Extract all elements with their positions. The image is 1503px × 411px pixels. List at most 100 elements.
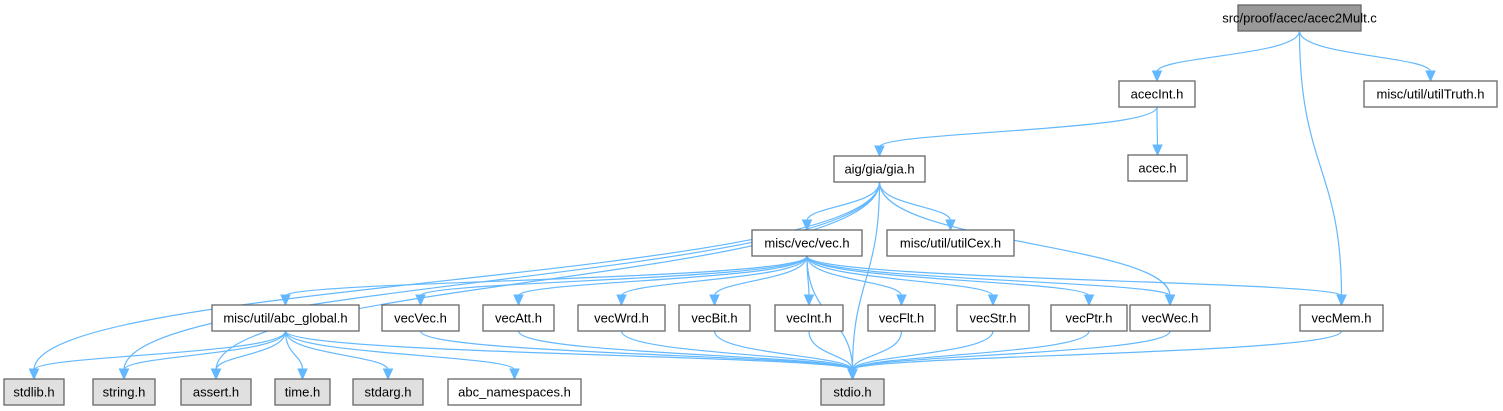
node-label: misc/util/utilTruth.h xyxy=(1377,87,1485,102)
arrowhead-icon xyxy=(28,368,40,381)
edge-vecBit-to-stdio xyxy=(713,330,858,381)
edge-vec-to-vecMem xyxy=(806,255,1347,307)
node-vecWec[interactable]: vecWec.h xyxy=(1129,304,1211,332)
edge-vec-to-vecAtt xyxy=(513,255,808,307)
node-vecInt[interactable]: vecInt.h xyxy=(774,304,844,332)
edge-abc_global-to-assert xyxy=(210,330,287,381)
node-root[interactable]: src/proof/acec/acec2Mult.c xyxy=(1222,4,1377,32)
arrowhead-icon xyxy=(382,368,394,381)
node-box xyxy=(956,304,1030,332)
edge-abc_global-to-stdlib xyxy=(28,330,287,381)
node-utilTruth[interactable]: misc/util/utilTruth.h xyxy=(1363,80,1498,108)
edge-abc_global-to-abc_namespaces xyxy=(284,330,520,381)
node-label: vecAtt.h xyxy=(495,311,542,326)
arrowhead-icon xyxy=(847,368,858,381)
node-label: vecMem.h xyxy=(1312,311,1372,326)
node-box xyxy=(886,229,1015,257)
node-label: assert.h xyxy=(193,385,239,400)
edge-vec-to-vecWec xyxy=(806,255,1176,307)
node-label: stdlib.h xyxy=(13,385,54,400)
edge-vec-to-vecInt xyxy=(803,255,815,307)
edge-vec-to-abc_global xyxy=(280,255,808,307)
node-label: vecWec.h xyxy=(1142,311,1199,326)
node-label: src/proof/acec/acec2Mult.c xyxy=(1222,11,1377,26)
node-box xyxy=(774,304,844,332)
node-box xyxy=(447,378,582,406)
edge-abc_global-to-string xyxy=(118,330,287,381)
node-box xyxy=(3,378,65,406)
node-box xyxy=(867,304,936,332)
edge-gia-to-vec xyxy=(801,181,881,232)
arrowhead-icon xyxy=(803,294,815,307)
node-box xyxy=(352,378,424,406)
node-box xyxy=(820,378,885,406)
edge-root-to-vecMem xyxy=(1298,30,1347,307)
node-vecWrd[interactable]: vecWrd.h xyxy=(577,304,666,332)
edge-vec-to-vecFlt xyxy=(806,255,907,307)
node-box xyxy=(751,229,863,257)
edge-acecInt-to-acec xyxy=(1152,106,1163,157)
edge-vec-to-vecPtr xyxy=(806,255,1095,307)
edge-root-to-acecInt xyxy=(1151,30,1301,83)
node-box xyxy=(180,378,252,406)
node-label: vecPtr.h xyxy=(1066,311,1113,326)
node-label: stdarg.h xyxy=(365,385,412,400)
node-vecBit[interactable]: vecBit.h xyxy=(678,304,751,332)
node-stdlib: stdlib.h xyxy=(3,378,65,406)
node-label: stdio.h xyxy=(833,385,871,400)
node-label: misc/vec/vec.h xyxy=(764,236,849,251)
node-label: acecInt.h xyxy=(1131,87,1184,102)
arrowhead-icon xyxy=(513,294,524,307)
node-vecVec[interactable]: vecVec.h xyxy=(381,304,460,332)
node-gia[interactable]: aig/gia/gia.h xyxy=(833,155,926,183)
node-box xyxy=(1299,304,1384,332)
node-vecAtt[interactable]: vecAtt.h xyxy=(482,304,555,332)
arrowhead-icon xyxy=(297,368,308,381)
node-utilCex[interactable]: misc/util/utilCex.h xyxy=(886,229,1015,257)
node-label: acec.h xyxy=(1138,161,1176,176)
node-acec[interactable]: acec.h xyxy=(1127,154,1188,182)
node-label: misc/util/abc_global.h xyxy=(223,311,347,326)
node-vecStr[interactable]: vecStr.h xyxy=(956,304,1030,332)
edge-abc_global-to-stdio xyxy=(284,330,858,381)
node-acecInt[interactable]: acecInt.h xyxy=(1118,80,1196,108)
node-box xyxy=(1118,80,1196,108)
node-label: vecWrd.h xyxy=(594,311,649,326)
node-label: vecInt.h xyxy=(786,311,832,326)
node-box xyxy=(92,378,156,406)
node-assert: assert.h xyxy=(180,378,252,406)
node-label: vecVec.h xyxy=(394,311,447,326)
nodes-layer: src/proof/acec/acec2Mult.c acecInt.h misc/… xyxy=(3,4,1498,406)
node-vec[interactable]: misc/vec/vec.h xyxy=(751,229,863,257)
node-vecFlt[interactable]: vecFlt.h xyxy=(867,304,936,332)
arrowhead-icon xyxy=(1083,294,1095,307)
edge-root-to-utilTruth xyxy=(1298,30,1436,83)
arrowhead-icon xyxy=(509,368,520,381)
edge-vec-to-vecWrd xyxy=(616,255,808,307)
node-box xyxy=(1363,80,1498,108)
edge-vecStr-to-stdio xyxy=(847,330,994,381)
node-label: misc/util/utilCex.h xyxy=(900,236,1001,251)
node-box xyxy=(833,155,926,183)
node-label: time.h xyxy=(285,385,320,400)
node-abc_global[interactable]: misc/util/abc_global.h xyxy=(211,304,360,332)
node-box xyxy=(1237,4,1362,32)
arrowhead-icon xyxy=(1164,294,1176,307)
node-label: vecStr.h xyxy=(970,311,1017,326)
node-vecPtr[interactable]: vecPtr.h xyxy=(1050,304,1128,332)
node-vecMem[interactable]: vecMem.h xyxy=(1299,304,1384,332)
node-abc_namespaces[interactable]: abc_namespaces.h xyxy=(447,378,582,406)
node-box xyxy=(482,304,555,332)
node-label: vecFlt.h xyxy=(879,311,925,326)
node-box xyxy=(1127,154,1188,182)
arrowhead-icon xyxy=(210,368,222,381)
edge-vec-to-vecVec xyxy=(415,255,808,307)
node-box xyxy=(678,304,751,332)
arrowhead-icon xyxy=(616,294,627,307)
node-box xyxy=(274,378,331,406)
edge-abc_global-to-time xyxy=(284,330,308,381)
arrowhead-icon xyxy=(1151,70,1163,83)
arrowhead-icon xyxy=(874,145,885,158)
node-stdarg: stdarg.h xyxy=(352,378,424,406)
